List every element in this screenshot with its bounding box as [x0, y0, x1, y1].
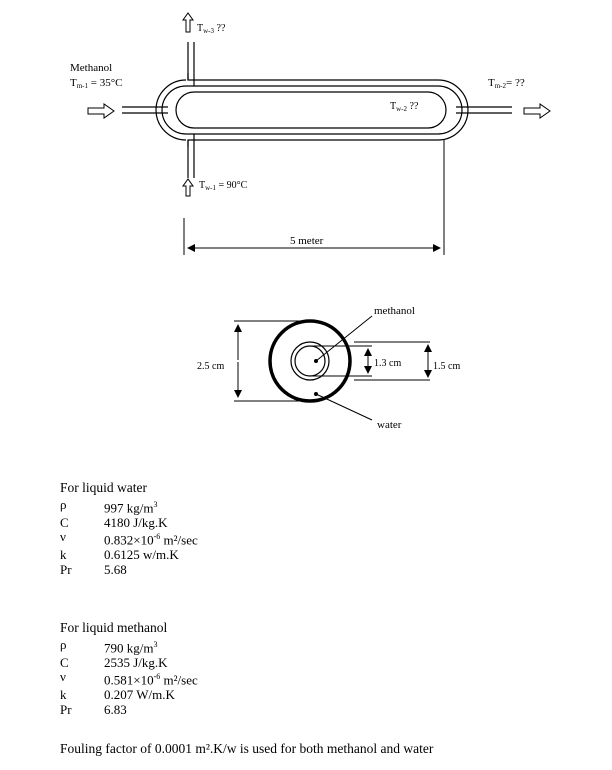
property-value: 2535 J/kg.K	[104, 654, 168, 670]
methanol-inlet-arrow	[87, 103, 115, 119]
tw1-label: Tw-1 = 90°C	[199, 180, 248, 192]
water-inlet-arrow	[182, 178, 194, 197]
length-dimension	[183, 140, 445, 255]
property-value: 0.581×10-6 m²/sec	[104, 672, 198, 688]
methanol-label: methanol	[374, 305, 415, 317]
property-row: k 0.207 W/m.K	[60, 687, 198, 703]
property-row: C 2535 J/kg.K	[60, 654, 198, 671]
property-symbol: C	[60, 654, 69, 670]
property-row: C 4180 J/kg.K	[60, 514, 198, 531]
property-row: Pr 5.68	[60, 561, 198, 578]
tm2-label: Tm-2= ??	[488, 77, 525, 90]
property-value: 5.68	[104, 561, 127, 577]
property-symbol: k	[60, 687, 67, 703]
methanol-outlet-arrow	[523, 103, 551, 119]
property-row: ρ 790 kg/m3	[60, 636, 198, 656]
property-symbol: Pr	[60, 701, 72, 717]
property-symbol: ν	[60, 669, 66, 685]
property-symbol: ρ	[60, 636, 67, 652]
heat-exchanger	[122, 42, 512, 178]
property-value: 4180 J/kg.K	[104, 514, 168, 530]
property-row: ν 0.581×10-6 m²/sec	[60, 669, 198, 688]
property-value: 997 kg/m3	[104, 499, 158, 515]
property-row: ν 0.832×10-6 m²/sec	[60, 529, 198, 548]
property-row: k 0.6125 w/m.K	[60, 547, 198, 563]
property-symbol: k	[60, 547, 67, 563]
property-value: 6.83	[104, 701, 127, 717]
water-label: water	[377, 419, 402, 431]
property-symbol: Pr	[60, 561, 72, 577]
length-label: 5 meter	[290, 235, 324, 247]
cross-section	[268, 315, 373, 421]
fouling-note: Fouling factor of 0.0001 m².K/w is used …	[60, 741, 434, 756]
methanol-inlet-label: Methanol	[70, 62, 112, 74]
outer-diameter-label: 2.5 cm	[197, 361, 224, 372]
outer-diameter-dimension	[234, 320, 310, 402]
property-value: 0.832×10-6 m²/sec	[104, 532, 198, 548]
property-row: Pr 6.83	[60, 701, 198, 718]
methanol-heading: For liquid methanol	[60, 620, 168, 635]
water-heading: For liquid water	[60, 480, 147, 495]
property-symbol: ν	[60, 529, 66, 545]
property-value: 790 kg/m3	[104, 639, 158, 655]
inner-diameter-dimension	[310, 345, 372, 377]
inner-diameter-label: 1.3 cm	[374, 358, 401, 369]
property-row: ρ 997 kg/m3	[60, 496, 198, 516]
property-symbol: ρ	[60, 496, 67, 512]
tm1-label: Tm-1 = 35°C	[70, 77, 122, 90]
annulus-label: 1.5 cm	[433, 361, 460, 372]
tw2-label: Tw-2 ??	[390, 101, 419, 113]
property-value: 0.6125 w/m.K	[104, 547, 179, 563]
property-symbol: C	[60, 514, 69, 530]
annulus-dimension	[354, 341, 432, 381]
water-outlet-arrow	[182, 12, 194, 33]
property-value: 0.207 W/m.K	[104, 687, 175, 703]
tw3-label: Tw-3 ??	[197, 23, 226, 35]
